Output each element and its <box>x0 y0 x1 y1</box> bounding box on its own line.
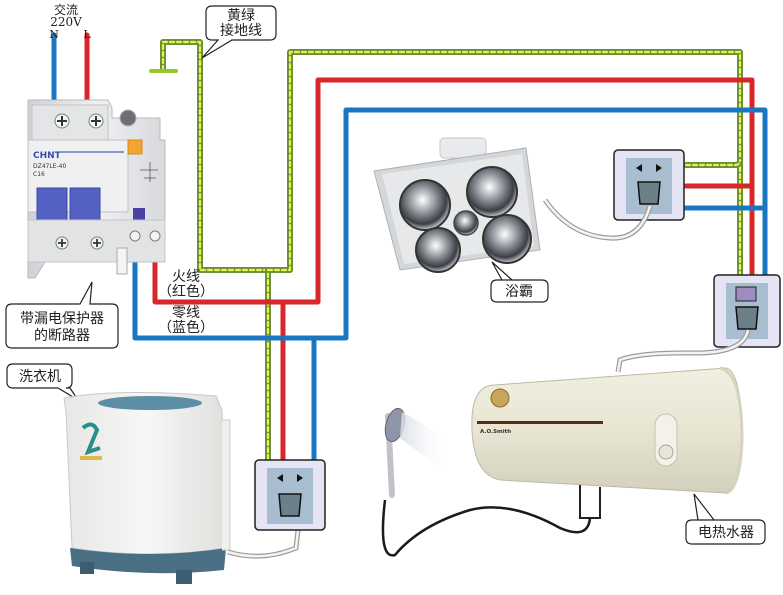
washing-machine: 洗衣机 <box>6 363 303 584</box>
bath-heater-socket <box>613 149 685 221</box>
breaker-switch-right <box>69 187 101 221</box>
switch-icon <box>735 286 757 302</box>
breaker-callout-line1: 带漏电保护器 <box>20 311 104 327</box>
neutral-wire <box>51 32 768 463</box>
circuit-breaker: CHNT DZ47LE-40 C16 <box>27 99 166 279</box>
live-wire-label: 火线 <box>172 269 200 285</box>
bath-heater-label: 浴霸 <box>505 284 533 300</box>
washer-label: 洗衣机 <box>19 369 61 385</box>
ground-callout-line2: 接地线 <box>220 22 262 39</box>
test-indicator-icon <box>119 109 137 127</box>
test-button <box>127 139 143 155</box>
temperature-knob-icon <box>658 444 674 460</box>
socket-holes-icon <box>277 474 303 482</box>
neutral-terminal-label: N <box>49 28 59 41</box>
breaker-switch-left <box>36 187 68 221</box>
power-voltage-label: 220V <box>50 15 82 29</box>
plug-icon <box>637 181 661 205</box>
socket-holes-icon <box>636 164 662 172</box>
water-heater-brand: A.O.Smith <box>480 429 511 435</box>
plug-icon <box>278 493 302 517</box>
heat-lamp-icon <box>466 166 518 218</box>
breaker-callout: 带漏电保护器 的断路器 <box>5 281 119 349</box>
breaker-model: DZ47LE-40 <box>33 163 66 170</box>
breaker-rating: C16 <box>33 171 45 178</box>
heat-lamp-icon <box>415 227 461 273</box>
heat-lamp-icon <box>399 179 451 231</box>
water-heater: A.O.Smith <box>381 366 744 557</box>
live-wire <box>84 32 755 463</box>
water-heater-label: 电热水器 <box>698 525 754 541</box>
live-wire-color-label: （红色） <box>158 283 214 300</box>
breaker-brand: CHNT <box>33 151 62 161</box>
heat-lamp-icon <box>482 214 532 264</box>
live-terminal-label: L <box>83 28 91 41</box>
neutral-wire-color-label: （蓝色） <box>158 319 214 336</box>
shower-hose <box>381 499 592 557</box>
bath-heater <box>373 137 541 273</box>
ground-callout-line1: 黄绿 <box>227 7 255 24</box>
washer-callout <box>6 363 79 401</box>
center-light-icon <box>453 210 479 236</box>
power-source-label: 交流 <box>54 2 78 17</box>
plug-icon <box>735 306 759 330</box>
neutral-wire-label: 零线 <box>172 305 200 321</box>
bath-heater-callout: 浴霸 <box>490 261 549 303</box>
water-heater-callout: 电热水器 <box>685 493 766 545</box>
breaker-callout-line2: 的断路器 <box>34 328 90 344</box>
water-heater-socket <box>713 274 781 348</box>
washer-socket <box>254 459 326 531</box>
brand-logo-icon <box>81 422 101 456</box>
brand-emblem-icon <box>490 388 510 408</box>
ground-callout: 黄绿 接地线 <box>201 5 277 59</box>
